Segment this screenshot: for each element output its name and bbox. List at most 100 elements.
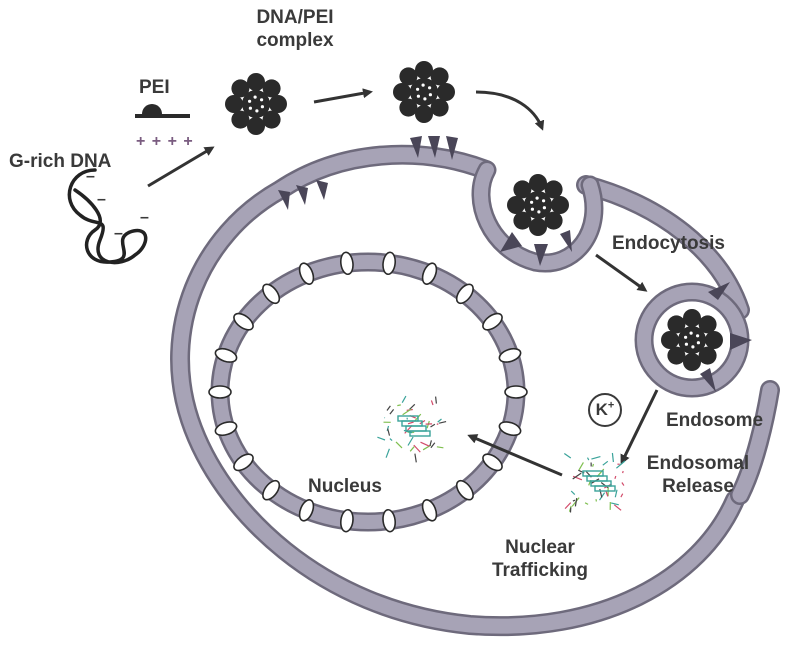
complex-bead <box>399 67 418 86</box>
quadruplex-bond <box>611 452 614 463</box>
quadruplex-tetrad <box>409 430 431 437</box>
complex-highlight <box>696 334 700 338</box>
complex-bead <box>437 83 455 101</box>
quadruplex-bond <box>602 460 609 466</box>
complex-highlight <box>684 342 688 346</box>
nuclear-pore <box>504 385 528 399</box>
label-nucleus: Nucleus <box>308 476 382 497</box>
complex-core <box>242 90 270 118</box>
nuclear-pore <box>214 421 238 437</box>
nucleus-envelope <box>208 251 528 533</box>
quadruplex-bond <box>572 499 576 502</box>
arrow-endocytosis <box>595 253 648 292</box>
quadruplex-bond <box>401 395 407 403</box>
complex-bead <box>269 95 287 113</box>
complex-highlight <box>530 207 534 211</box>
nuclear-pore <box>298 499 315 522</box>
complex-bead <box>231 79 250 98</box>
quadruplex-bond <box>572 475 583 481</box>
complex-bead <box>231 110 250 129</box>
arrow-to-membrane <box>313 88 373 104</box>
complex-highlight <box>253 95 257 99</box>
nuclear-pore <box>455 479 474 501</box>
complex-highlight <box>423 97 427 101</box>
complex-bead <box>683 309 701 327</box>
quadruplex-bond <box>430 442 436 449</box>
quadruplex-bond <box>592 463 595 467</box>
quadruplex-bond <box>422 444 432 451</box>
complex-bead <box>667 346 686 365</box>
complex-bead <box>225 95 243 113</box>
endocytic-pit <box>471 160 604 273</box>
dna-pei-complex-bound <box>393 61 455 123</box>
complex-highlight <box>416 94 420 98</box>
quadruplex-bond <box>613 504 622 511</box>
complex-highlight <box>255 109 259 113</box>
complex-bead <box>698 346 717 365</box>
quadruplex-bond <box>564 502 572 510</box>
quadruplex-bond <box>409 403 416 410</box>
quadruplex-bond <box>436 446 444 449</box>
complex-bead <box>430 98 449 117</box>
quadruplex-bond <box>563 453 572 459</box>
complex-bead <box>551 196 569 214</box>
nuclear-pore <box>339 251 354 276</box>
quadruplex-bond <box>386 425 390 432</box>
complex-highlight <box>542 206 546 210</box>
process-arrows <box>147 88 659 477</box>
complex-bead <box>705 331 723 349</box>
quadruplex-bond <box>616 460 626 469</box>
minus-charge: – <box>86 168 95 185</box>
quadruplex-bond <box>584 502 589 505</box>
label-endocytosis: Endocytosis <box>612 233 725 254</box>
quadruplex-bond <box>429 440 432 447</box>
complex-bead <box>529 218 547 236</box>
complex-bead <box>430 67 449 86</box>
complex-bead <box>513 211 532 230</box>
nuclear-pore <box>382 251 397 276</box>
complex-core <box>410 78 438 106</box>
nuclear-pore <box>262 283 281 305</box>
complex-spikes <box>500 230 752 392</box>
complex-core <box>678 326 706 354</box>
quadruplex-bond <box>610 502 619 506</box>
complex-core <box>524 191 552 219</box>
nuclear-pore <box>482 453 503 472</box>
quadruplex-bond <box>574 498 578 507</box>
quadruplex-bond <box>409 446 415 452</box>
quadruplex-bond <box>389 438 393 442</box>
complex-bead <box>544 180 563 199</box>
dna-pei-complex-free <box>225 73 287 135</box>
g-quadruplex-released <box>563 452 626 513</box>
complex-bead <box>415 61 433 79</box>
potassium-ion-badge: K+ <box>588 393 622 427</box>
nuclear-pore <box>498 421 522 437</box>
nuclear-pore <box>382 508 397 533</box>
nuclear-pore <box>421 262 438 285</box>
quadruplex-bond <box>622 470 624 474</box>
nuclear-pore <box>339 508 354 533</box>
complex-highlight <box>542 199 546 203</box>
complex-highlight <box>428 86 432 90</box>
label-endosome: Endosome <box>666 410 764 431</box>
quadruplex-bond <box>413 444 421 453</box>
quadruplex-tetrad <box>401 420 423 427</box>
minus-charge: – <box>114 225 123 242</box>
quadruplex-bond <box>438 421 447 424</box>
complex-highlight <box>530 200 534 204</box>
quadruplex-bond <box>430 400 434 406</box>
dna-pei-complex-endocytosed <box>507 174 569 236</box>
quadruplex-bond <box>387 428 391 436</box>
quadruplex-bond <box>572 472 582 480</box>
complex-highlight <box>248 99 252 103</box>
label-positive-charges: + + + + <box>136 133 194 150</box>
complex-bead <box>507 196 525 214</box>
quadruplex-bond <box>395 441 403 449</box>
complex-highlight <box>421 83 425 87</box>
quadruplex-bond <box>377 436 386 441</box>
complex-bead <box>698 315 717 334</box>
label-dna-pei-complex: DNA/PEI complex <box>256 7 334 51</box>
arrow-complex-formation <box>147 146 215 188</box>
potassium-charge: + <box>607 399 615 412</box>
